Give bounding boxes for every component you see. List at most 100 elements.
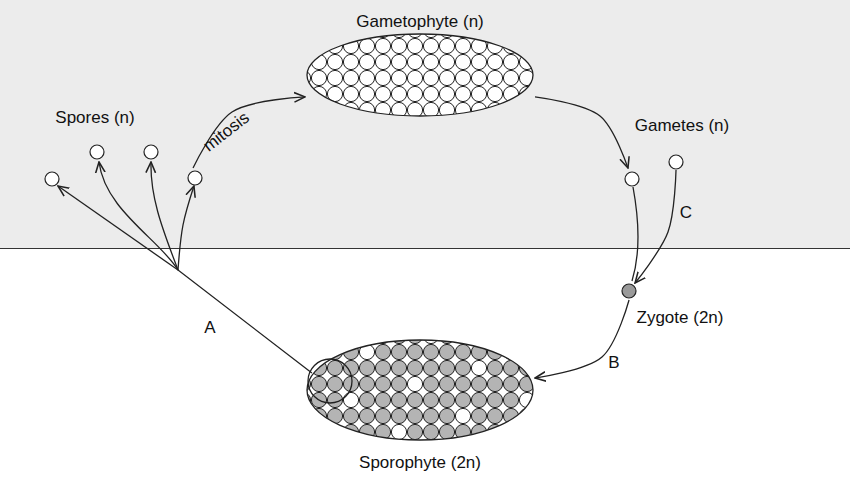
cell: [622, 284, 636, 298]
cell: [439, 376, 454, 391]
cell: [295, 102, 310, 117]
cell: [471, 392, 486, 407]
cell: [669, 155, 683, 169]
cell: [359, 360, 374, 375]
cell: [423, 344, 438, 359]
cell: [407, 344, 422, 359]
stage-label: Sporophyte (2n): [359, 453, 481, 473]
cell: [455, 328, 470, 343]
cell: [503, 70, 518, 85]
cell: [439, 86, 454, 101]
cell: [503, 22, 518, 37]
stage-node: Gametophyte (n): [305, 5, 535, 117]
cell: [439, 344, 454, 359]
cell: [519, 22, 534, 37]
cell: [487, 424, 502, 439]
cell: [519, 408, 534, 423]
cell: [311, 376, 326, 391]
cell: [391, 392, 406, 407]
cell: [359, 86, 374, 101]
cell: [359, 328, 374, 343]
cell: [359, 424, 374, 439]
cell: [503, 376, 518, 391]
cell: [375, 376, 390, 391]
cell: [503, 424, 518, 439]
cell: [375, 54, 390, 69]
cell: [45, 172, 59, 186]
cell: [455, 392, 470, 407]
cell: [455, 360, 470, 375]
cell: [423, 424, 438, 439]
cell: [311, 22, 326, 37]
cell: [407, 424, 422, 439]
cell: [439, 424, 454, 439]
cell: [455, 376, 470, 391]
stage-node: Spores (n): [35, 105, 215, 195]
cell: [487, 86, 502, 101]
cell: [503, 328, 518, 343]
cell: [144, 145, 158, 159]
cell: [455, 38, 470, 53]
cell: [487, 70, 502, 85]
cell: [423, 376, 438, 391]
cell: [295, 328, 310, 343]
cell: [487, 440, 502, 455]
cell: [407, 38, 422, 53]
cell: [327, 360, 342, 375]
organism-body: [307, 340, 533, 440]
cell: [359, 70, 374, 85]
cell: [359, 54, 374, 69]
cell: [391, 408, 406, 423]
cell: [343, 328, 358, 343]
cell: [375, 70, 390, 85]
spore-branch: [99, 162, 178, 270]
cell: [423, 70, 438, 85]
cell: [295, 70, 310, 85]
cell: [391, 360, 406, 375]
cell: [487, 54, 502, 69]
cell: [439, 38, 454, 53]
cell: [423, 328, 438, 343]
cell: [90, 145, 104, 159]
step-label: C: [680, 203, 692, 223]
cell: [423, 54, 438, 69]
cell: [503, 440, 518, 455]
cell: [423, 392, 438, 407]
divider-line: [0, 248, 850, 249]
cell: [391, 376, 406, 391]
cell: [455, 86, 470, 101]
cell: [343, 440, 358, 455]
cell: [423, 360, 438, 375]
cell: [407, 54, 422, 69]
stage-label: Gametophyte (n): [356, 12, 484, 32]
cell: [391, 54, 406, 69]
cell: [375, 102, 390, 117]
cell: [375, 86, 390, 101]
cell: [391, 424, 406, 439]
organism-outline: [307, 340, 533, 440]
cell: [439, 70, 454, 85]
cell: [327, 22, 342, 37]
cell: [327, 70, 342, 85]
cell: [471, 408, 486, 423]
spore-branch: [151, 162, 178, 270]
cell: [471, 360, 486, 375]
cell: [487, 102, 502, 117]
cell: [327, 328, 342, 343]
cell: [343, 54, 358, 69]
cell: [471, 328, 486, 343]
cell: [455, 102, 470, 117]
cycle-arrow: [535, 300, 629, 378]
cell: [359, 408, 374, 423]
cell: [327, 424, 342, 439]
cell: [295, 86, 310, 101]
cell: [407, 376, 422, 391]
upper-region: [0, 0, 850, 248]
cell: [311, 102, 326, 117]
cycle-arrow: [535, 97, 628, 168]
cell: [359, 376, 374, 391]
cell: [487, 392, 502, 407]
cell: [455, 408, 470, 423]
cell: [471, 70, 486, 85]
step-label: B: [608, 353, 619, 373]
